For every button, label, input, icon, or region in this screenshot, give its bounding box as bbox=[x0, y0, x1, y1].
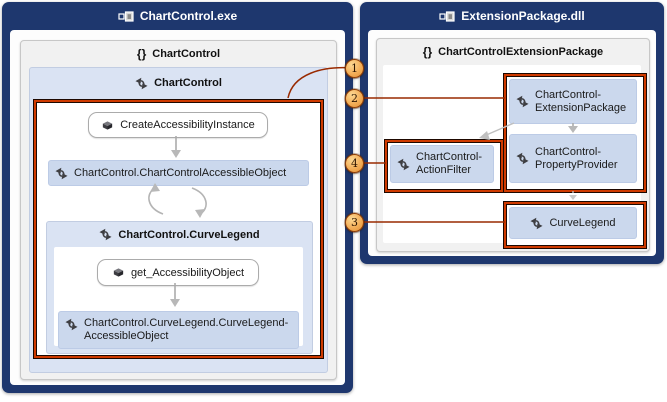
class-icon bbox=[65, 318, 78, 331]
class-group-curvelegend[interactable]: ChartControl.CurveLegend get_Accessibili… bbox=[46, 221, 313, 354]
node-label: ChartControl- ExtensionPackage bbox=[535, 88, 627, 114]
assembly-title: ChartControl.exe bbox=[139, 9, 238, 23]
callout-badge-4: 4 bbox=[345, 154, 364, 173]
class-icon bbox=[516, 152, 529, 165]
method-icon bbox=[101, 120, 114, 131]
assembly-body: {} ChartControl ChartControl CreateAcces… bbox=[10, 30, 345, 385]
callout-number: 3 bbox=[351, 216, 358, 229]
node-chartcontrol-propertyprovider[interactable]: ChartControl- PropertyProvider bbox=[509, 134, 637, 183]
node-curvelegend[interactable]: CurveLegend bbox=[509, 207, 637, 239]
assembly-header[interactable]: ChartControl.exe bbox=[2, 2, 353, 30]
namespace-header[interactable]: {} ChartControl bbox=[21, 41, 336, 66]
namespace-chartcontrolextensionpackage[interactable]: {} ChartControlExtensionPackage ChartCon… bbox=[376, 38, 650, 252]
namespace-label: ChartControlExtensionPackage bbox=[438, 45, 604, 58]
namespace-label: ChartControl bbox=[152, 47, 221, 60]
assembly-chartcontrol-exe[interactable]: ChartControl.exe {} ChartControl ChartCo… bbox=[2, 2, 353, 393]
method-label: get_AccessibilityObject bbox=[130, 266, 245, 279]
assembly-body: {} ChartControlExtensionPackage ChartCon… bbox=[368, 30, 656, 256]
namespace-chartcontrol[interactable]: {} ChartControl ChartControl CreateAcces… bbox=[20, 40, 337, 380]
node-label: ChartControl- PropertyProvider bbox=[535, 145, 618, 171]
assembly-icon bbox=[118, 11, 134, 22]
selection-4-actionfilter[interactable]: ChartControl- ActionFilter bbox=[384, 139, 504, 193]
callout-number: 1 bbox=[351, 62, 358, 75]
callout-number: 4 bbox=[351, 157, 358, 170]
node-get-accessibilityobject[interactable]: get_AccessibilityObject bbox=[97, 259, 259, 286]
callout-number: 2 bbox=[351, 92, 358, 105]
assembly-header[interactable]: ExtensionPackage.dll bbox=[360, 2, 664, 30]
node-label: CurveLegend bbox=[549, 216, 616, 229]
assembly-icon bbox=[439, 11, 455, 22]
class-icon bbox=[135, 77, 148, 90]
curvelegend-group-body: get_AccessibilityObject ChartControl.Cur… bbox=[54, 247, 303, 349]
class-group-chartcontrol[interactable]: ChartControl CreateAccessibilityInstance… bbox=[29, 67, 328, 373]
class-group-label: ChartControl bbox=[154, 77, 222, 89]
node-curvelegend-accessibleobject[interactable]: ChartControl.CurveLegend.CurveLegend- Ac… bbox=[58, 311, 299, 349]
method-label: CreateAccessibilityInstance bbox=[120, 119, 255, 131]
class-icon bbox=[55, 167, 68, 180]
class-icon bbox=[516, 95, 529, 108]
node-chartcontrol-accessibleobject[interactable]: ChartControl.ChartControlAccessibleObjec… bbox=[48, 160, 309, 186]
namespace-icon: {} bbox=[136, 46, 147, 61]
class-icon bbox=[397, 158, 410, 171]
selection-3-curvelegend[interactable]: CurveLegend bbox=[503, 201, 647, 249]
selection-2-extensionpackage[interactable]: ChartControl- ExtensionPackage ChartCont… bbox=[503, 73, 647, 193]
class-icon bbox=[99, 228, 112, 241]
namespace-header[interactable]: {} ChartControlExtensionPackage bbox=[377, 39, 649, 64]
class-group-header[interactable]: ChartControl bbox=[30, 68, 327, 98]
class-icon bbox=[530, 217, 543, 230]
selection-1-chartcontrol-members[interactable]: CreateAccessibilityInstance ChartControl… bbox=[33, 99, 324, 359]
callout-badge-2: 2 bbox=[345, 89, 364, 108]
node-chartcontrol-extensionpackage[interactable]: ChartControl- ExtensionPackage bbox=[509, 79, 637, 124]
namespace-body: ChartControl- ExtensionPackage ChartCont… bbox=[383, 65, 647, 249]
curvelegend-group-label: ChartControl.CurveLegend bbox=[118, 228, 260, 241]
callout-badge-3: 3 bbox=[345, 213, 364, 232]
node-create-accessibility-instance[interactable]: CreateAccessibilityInstance bbox=[88, 112, 268, 138]
assembly-extensionpackage-dll[interactable]: ExtensionPackage.dll {} ChartControlExte… bbox=[360, 2, 664, 264]
node-label: ChartControl.ChartControlAccessibleObjec… bbox=[74, 166, 287, 179]
curvelegend-group-header[interactable]: ChartControl.CurveLegend bbox=[47, 222, 312, 247]
assembly-title: ExtensionPackage.dll bbox=[461, 9, 585, 23]
namespace-icon: {} bbox=[422, 44, 433, 59]
method-icon bbox=[112, 267, 125, 278]
node-label: ChartControl- ActionFilter bbox=[416, 151, 483, 176]
node-chartcontrol-actionfilter[interactable]: ChartControl- ActionFilter bbox=[390, 145, 494, 183]
callout-badge-1: 1 bbox=[345, 59, 364, 78]
node-label: ChartControl.CurveLegend.CurveLegend- Ac… bbox=[84, 317, 289, 342]
